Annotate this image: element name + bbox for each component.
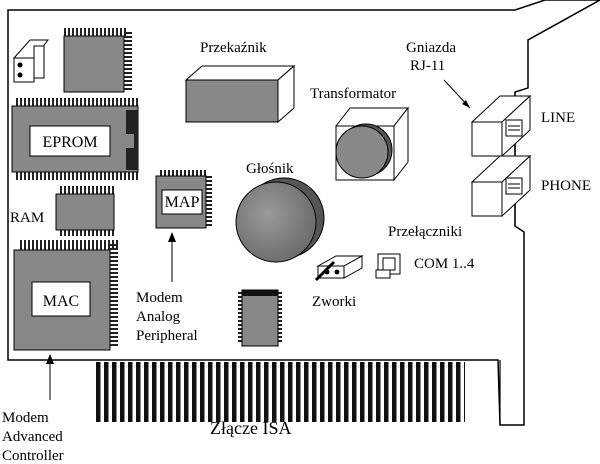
map-chip: MAP (155, 170, 212, 229)
dip-switch (375, 253, 401, 279)
phone-label: PHONE (541, 178, 591, 194)
speaker-label: Głośnik (246, 161, 294, 177)
speaker (235, 177, 325, 263)
mac-caption-1: Modem (2, 410, 49, 426)
rj11-line-jack (470, 94, 532, 158)
com-label: COM 1..4 (414, 256, 475, 272)
transformer-label: Transformator (310, 86, 396, 102)
map-caption-3: Peripheral (136, 328, 198, 344)
ram-chip (55, 186, 116, 236)
jumper-block (314, 255, 364, 282)
bottom-chip (238, 289, 282, 347)
mac-label: MAC (43, 293, 79, 310)
jumper-top-left (12, 39, 50, 83)
eprom-label: EPROM (42, 134, 97, 151)
line-label: LINE (541, 110, 575, 126)
relay (184, 64, 296, 124)
map-label: MAP (165, 194, 200, 211)
jacks-label-line1: Gniazda (406, 40, 456, 56)
eprom-chip: EPROM (11, 98, 140, 180)
map-caption-1: Modem (136, 290, 183, 306)
mac-chip: MAC (13, 240, 118, 351)
ram-label: RAM (10, 210, 44, 226)
jumpers-label: Zworki (312, 294, 356, 310)
jacks-label-line2: RJ-11 (410, 58, 445, 74)
isa-connector (95, 362, 465, 422)
mac-caption-2: Advanced (2, 429, 63, 445)
mac-caption-3: Controller (2, 448, 64, 464)
rj11-phone-jack (470, 154, 532, 218)
top-chip (63, 28, 132, 93)
isa-label: Złącze ISA (210, 418, 291, 438)
relay-label: Przekaźnik (200, 40, 267, 56)
map-caption-2: Analog (136, 309, 181, 325)
switches-label: Przełączniki (388, 224, 462, 240)
transformer (334, 106, 410, 182)
